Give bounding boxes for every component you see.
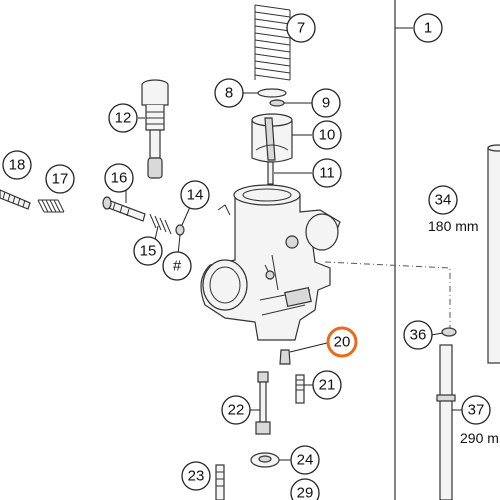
- callout-7[interactable]: 7: [286, 13, 316, 43]
- part-jet-21: [295, 374, 305, 404]
- svg-text:#: #: [173, 258, 182, 275]
- hose-routing-line: [324, 261, 451, 330]
- part-screw-18: [0, 189, 31, 210]
- callout-15[interactable]: 15: [133, 236, 163, 266]
- callout-8[interactable]: 8: [214, 78, 244, 108]
- svg-text:21: 21: [319, 377, 336, 394]
- svg-text:34: 34: [435, 192, 452, 209]
- callout-10[interactable]: 10: [312, 120, 342, 150]
- svg-text:16: 16: [111, 170, 128, 187]
- svg-text:23: 23: [188, 468, 205, 485]
- callout-34[interactable]: 34: [428, 185, 458, 215]
- callout-23[interactable]: 23: [181, 461, 211, 491]
- part-spring-15: [149, 213, 172, 235]
- dimension-34: 180 mm: [428, 218, 479, 234]
- svg-text:36: 36: [410, 327, 427, 344]
- callout-22[interactable]: 22: [221, 395, 251, 425]
- svg-text:17: 17: [52, 171, 69, 188]
- callout-20[interactable]: 20: [326, 326, 358, 358]
- part-oring-14: [175, 224, 185, 236]
- leader-15: [154, 225, 159, 241]
- part-clip-8: [257, 88, 287, 98]
- part-carburetor-body: [200, 184, 341, 341]
- part-throttle-slide-10: [251, 113, 293, 163]
- part-jet-20: [279, 349, 291, 365]
- svg-text:22: 22: [228, 402, 245, 419]
- leader-14: [181, 206, 191, 226]
- part-choke-12: [141, 79, 169, 179]
- part-idle-screw-16: [102, 196, 146, 222]
- svg-text:10: 10: [319, 127, 336, 144]
- part-needle-jet-22: [255, 371, 271, 435]
- part-drain-hose-34: [487, 144, 500, 364]
- part-spring-17: [37, 199, 65, 213]
- leader-20: [289, 342, 328, 353]
- callout-9[interactable]: 9: [311, 88, 341, 118]
- svg-text:18: 18: [9, 157, 26, 174]
- part-spring-7: [254, 4, 291, 81]
- svg-text:9: 9: [322, 95, 330, 112]
- callout-21[interactable]: 21: [312, 370, 342, 400]
- dimension-37: 290 m: [460, 430, 499, 446]
- callout-12[interactable]: 12: [108, 103, 138, 133]
- callout-16[interactable]: 16: [104, 163, 134, 193]
- svg-text:1: 1: [424, 20, 432, 37]
- part-ring-9: [269, 99, 285, 107]
- svg-text:8: 8: [225, 85, 233, 102]
- svg-text:37: 37: [468, 402, 485, 419]
- callout-18[interactable]: 18: [2, 150, 32, 180]
- part-fuel-tube-37: [436, 344, 456, 500]
- callout-37[interactable]: 37: [461, 395, 491, 425]
- callout-29[interactable]: 29: [290, 478, 320, 500]
- svg-text:7: 7: [297, 20, 305, 37]
- part-float-needle-23: [215, 464, 225, 500]
- callout-hash[interactable]: #: [162, 251, 192, 281]
- callout-11[interactable]: 11: [312, 158, 342, 188]
- part-needle-11: [267, 161, 274, 185]
- part-oring-36: [441, 327, 457, 337]
- callout-17[interactable]: 17: [45, 164, 75, 194]
- callout-24[interactable]: 24: [290, 445, 320, 475]
- svg-text:29: 29: [297, 485, 314, 500]
- callout-36[interactable]: 36: [403, 320, 433, 350]
- svg-text:24: 24: [297, 452, 314, 469]
- svg-text:15: 15: [140, 243, 157, 260]
- svg-text:11: 11: [319, 165, 335, 182]
- callout-1[interactable]: 1: [413, 13, 443, 43]
- part-washer-24: [250, 452, 280, 468]
- svg-text:12: 12: [115, 110, 132, 127]
- leader-36: [430, 332, 444, 336]
- svg-text:20: 20: [334, 334, 351, 351]
- callout-14[interactable]: 14: [180, 180, 210, 210]
- svg-text:14: 14: [187, 187, 204, 204]
